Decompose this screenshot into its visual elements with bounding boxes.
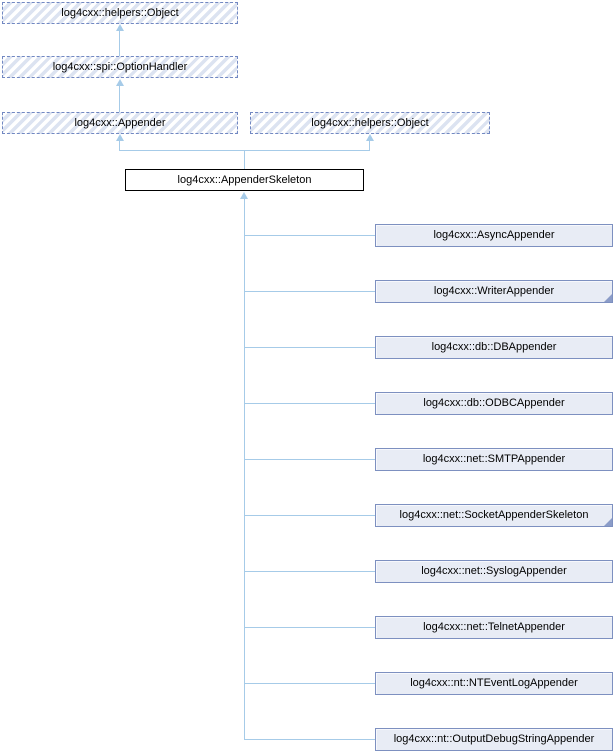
class-label: log4cxx::net::TelnetAppender: [423, 621, 565, 633]
class-label: log4cxx::net::SMTPAppender: [422, 453, 566, 465]
edge-branch-odbcappender: [244, 403, 375, 404]
edge-subclass-trunk: [244, 199, 245, 740]
edge-branch-asyncappender: [244, 235, 375, 236]
class-node-smtpappender[interactable]: log4cxx::net::SMTPAppender: [375, 448, 613, 471]
edge-branch-dbappender: [244, 347, 375, 348]
class-node-writerappender[interactable]: log4cxx::WriterAppender: [375, 280, 613, 303]
class-label: log4cxx::nt::OutputDebugStringAppender: [393, 733, 595, 745]
class-node-asyncappender[interactable]: log4cxx::AsyncAppender: [375, 224, 613, 247]
edge-branch-syslogappender: [244, 571, 375, 572]
edge-branch-writerappender: [244, 291, 375, 292]
class-label: log4cxx::AsyncAppender: [433, 229, 555, 241]
edge-skeleton-top-stub: [244, 150, 245, 169]
subclasses-fold-marker-icon: [604, 294, 612, 302]
class-node-odbcappender[interactable]: log4cxx::db::ODBCAppender: [375, 392, 613, 415]
edge-branch-outputdebugstringappender: [244, 739, 375, 740]
class-label: log4cxx::nt::NTEventLogAppender: [410, 677, 578, 689]
class-node-helpers-object-right: log4cxx::helpers::Object: [250, 112, 490, 134]
class-node-socketappenderskeleton[interactable]: log4cxx::net::SocketAppenderSkeleton: [375, 504, 613, 527]
class-node-helpers-object-top: log4cxx::helpers::Object: [2, 2, 238, 24]
class-node-outputdebugstringappender[interactable]: log4cxx::nt::OutputDebugStringAppender: [375, 728, 613, 751]
class-label: log4cxx::AppenderSkeleton: [177, 174, 312, 186]
edge-optionhandler-to-object: [119, 31, 120, 56]
class-label: log4cxx::db::ODBCAppender: [423, 397, 565, 409]
class-node-spi-optionhandler: log4cxx::spi::OptionHandler: [2, 56, 238, 78]
edge-branch-telnetappender: [244, 627, 375, 628]
subclasses-fold-marker-icon: [604, 518, 612, 526]
class-label: log4cxx::WriterAppender: [433, 285, 555, 297]
inheritance-arrow-icon: [240, 192, 248, 199]
class-node-appender: log4cxx::Appender: [2, 112, 238, 134]
class-label: log4cxx::spi::OptionHandler: [52, 61, 188, 73]
edge-branch-smtpappender: [244, 459, 375, 460]
edge-branch-socketappenderskeleton: [244, 515, 375, 516]
class-label: log4cxx::net::SyslogAppender: [421, 565, 567, 577]
class-node-nteventlogappender[interactable]: log4cxx::nt::NTEventLogAppender: [375, 672, 613, 695]
inheritance-arrow-icon: [116, 134, 124, 141]
class-label: log4cxx::db::DBAppender: [431, 341, 557, 353]
class-label: log4cxx::helpers::Object: [61, 7, 179, 19]
edge-skeleton-to-appender-riser: [119, 141, 120, 151]
class-label: log4cxx::net::SocketAppenderSkeleton: [399, 509, 589, 521]
inheritance-arrow-icon: [116, 24, 124, 31]
class-node-appenderskeleton: log4cxx::AppenderSkeleton: [125, 169, 364, 191]
class-node-syslogappender[interactable]: log4cxx::net::SyslogAppender: [375, 560, 613, 583]
inheritance-arrow-icon: [366, 134, 374, 141]
edge-skeleton-to-object-riser: [369, 141, 370, 151]
class-node-dbappender[interactable]: log4cxx::db::DBAppender: [375, 336, 613, 359]
inheritance-arrow-icon: [116, 79, 124, 86]
class-label: log4cxx::Appender: [74, 117, 166, 129]
edge-branch-nteventlogappender: [244, 683, 375, 684]
edge-appender-to-optionhandler: [119, 86, 120, 112]
class-node-telnetappender[interactable]: log4cxx::net::TelnetAppender: [375, 616, 613, 639]
class-label: log4cxx::helpers::Object: [311, 117, 429, 129]
